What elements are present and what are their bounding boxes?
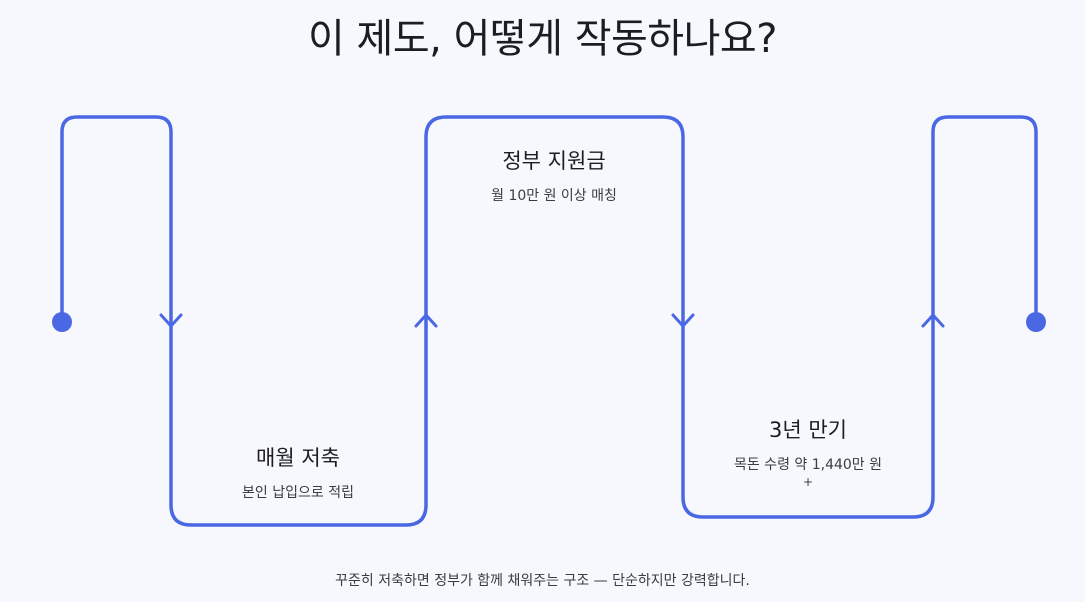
step-subtitle: 본인 납입으로 적립 (242, 485, 354, 501)
arrow-down-icon (159, 313, 183, 328)
flow-line (60, 115, 1038, 527)
step-monthly-saving: 매월 저축 본인 납입으로 적립 (242, 442, 354, 504)
footer-caption: 꾸준히 저축하면 정부가 함께 채워주는 구조 — 단순하지만 강력합니다. (335, 573, 750, 589)
step-note: + (802, 475, 814, 489)
step-government-support: 정부 지원금 월 10만 원 이상 매칭 (491, 145, 617, 207)
start-dot (52, 312, 72, 332)
page-title: 이 제도, 어떻게 작동하나요? (308, 16, 777, 62)
end-dot (1026, 312, 1046, 332)
step-title: 3년 만기 (768, 418, 847, 442)
step-subtitle: 월 10만 원 이상 매칭 (491, 188, 617, 204)
arrow-up-icon (921, 313, 945, 328)
step-maturity: 3년 만기 목돈 수령 약 1,440만 원 + (734, 414, 882, 488)
arrow-up-icon (414, 313, 438, 328)
step-subtitle: 목돈 수령 약 1,440만 원 + (734, 454, 882, 488)
step-subtitle-text: 목돈 수령 약 1,440만 원 (733, 457, 883, 473)
step-title: 매월 저축 (256, 446, 340, 470)
arrow-down-icon (671, 313, 695, 328)
step-title: 정부 지원금 (502, 149, 606, 173)
